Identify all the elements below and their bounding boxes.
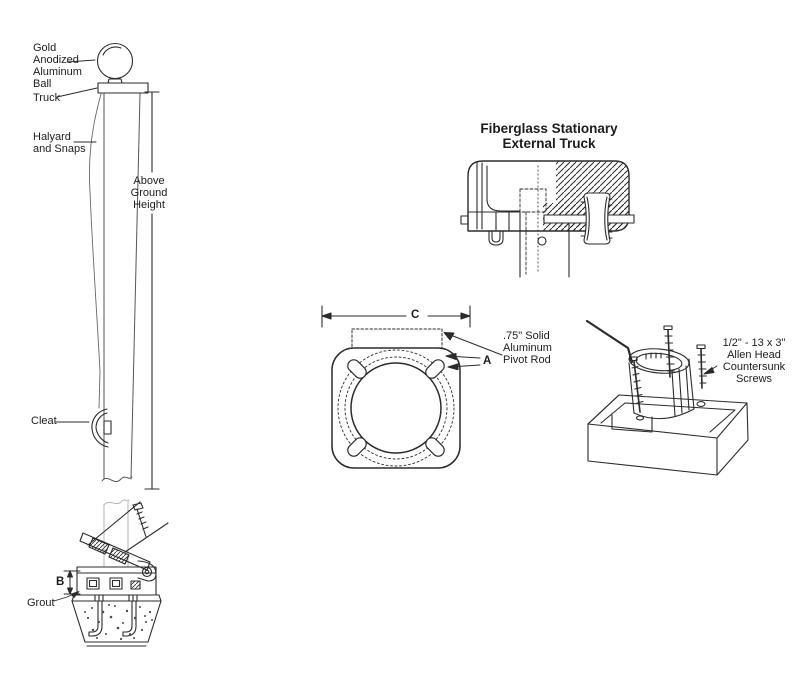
above-ground-height-label: Above Ground Height <box>130 175 168 211</box>
hinge-base-drawing <box>71 499 169 602</box>
dimension-b-label: B <box>56 576 65 588</box>
screws-leader-arrow <box>703 365 718 375</box>
grout-leader <box>53 591 80 602</box>
cleat-drawing <box>91 408 112 448</box>
truck-label: Truck <box>33 92 61 104</box>
foundation-drawing <box>71 600 162 647</box>
concrete-speckles <box>84 604 153 641</box>
height-dimension-line <box>144 91 160 490</box>
ball-label: Gold Anodized Aluminum Ball <box>33 42 82 90</box>
external-truck-section-drawing <box>460 160 635 278</box>
truck-detail-title: Fiberglass Stationary External Truck <box>480 121 618 151</box>
ball-drawing <box>96 42 134 84</box>
allen-key-drawing <box>585 319 634 364</box>
b-dimension-line <box>63 570 81 595</box>
screws-note: 1/2" - 13 x 3" Allen Head Countersunk Sc… <box>722 337 786 385</box>
dimension-a-label: A <box>483 355 492 367</box>
pivot-rod-note: .75" Solid Aluminum Pivot Rod <box>503 330 552 366</box>
base-plate-plan-drawing <box>321 305 503 469</box>
c-dimension-line <box>321 305 471 328</box>
pole-drawing <box>101 93 141 483</box>
pivot-rod-leader <box>443 332 503 356</box>
screw-drawing <box>629 325 708 413</box>
a-dimension-arrows <box>445 353 481 371</box>
label-leader-lines <box>55 59 98 423</box>
halyard-label: Halyard and Snaps <box>33 131 86 155</box>
cleat-label: Cleat <box>31 415 57 427</box>
truck-cap-drawing <box>97 82 149 94</box>
base-3d-drawing <box>585 319 749 476</box>
grout-label: Grout <box>27 597 55 609</box>
halyard-line <box>88 93 102 409</box>
dimension-c-label: C <box>411 309 420 321</box>
